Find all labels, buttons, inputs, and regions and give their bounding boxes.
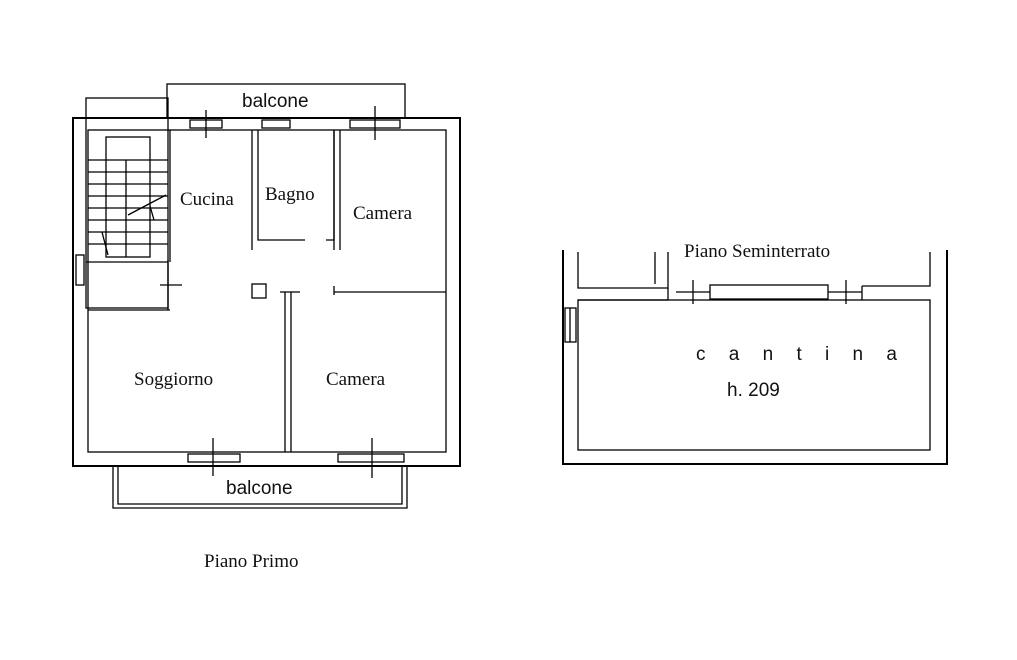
balcony-top-label: balcone (242, 91, 309, 112)
basement-window (709, 284, 829, 300)
ceiling-height-label: h. 209 (727, 380, 780, 401)
basement-outer-wall (562, 250, 948, 465)
balcony-top-outline (166, 83, 406, 119)
basement-title: Piano Seminterrato (684, 241, 830, 262)
windows (187, 106, 405, 478)
cellar-label: c a n t i n a (696, 344, 906, 365)
bathroom-label: Bagno (265, 184, 315, 205)
partitions (88, 130, 446, 452)
balcony-bottom-outline (112, 466, 408, 509)
basement-plan: Piano Seminterrato c a n t i n a h. 209 (562, 241, 948, 465)
balcony-bottom-label: balcone (226, 478, 293, 499)
cellar-room (577, 299, 931, 451)
bedroom-top-label: Camera (353, 203, 413, 224)
inner-wall (87, 129, 447, 453)
bedroom-bottom-label: Camera (326, 369, 386, 390)
kitchen-label: Cucina (180, 189, 234, 210)
first-floor-plan: balcone (72, 83, 461, 572)
living-room-label: Soggiorno (134, 369, 213, 390)
first-floor-title: Piano Primo (204, 551, 298, 572)
staircase (75, 97, 182, 309)
